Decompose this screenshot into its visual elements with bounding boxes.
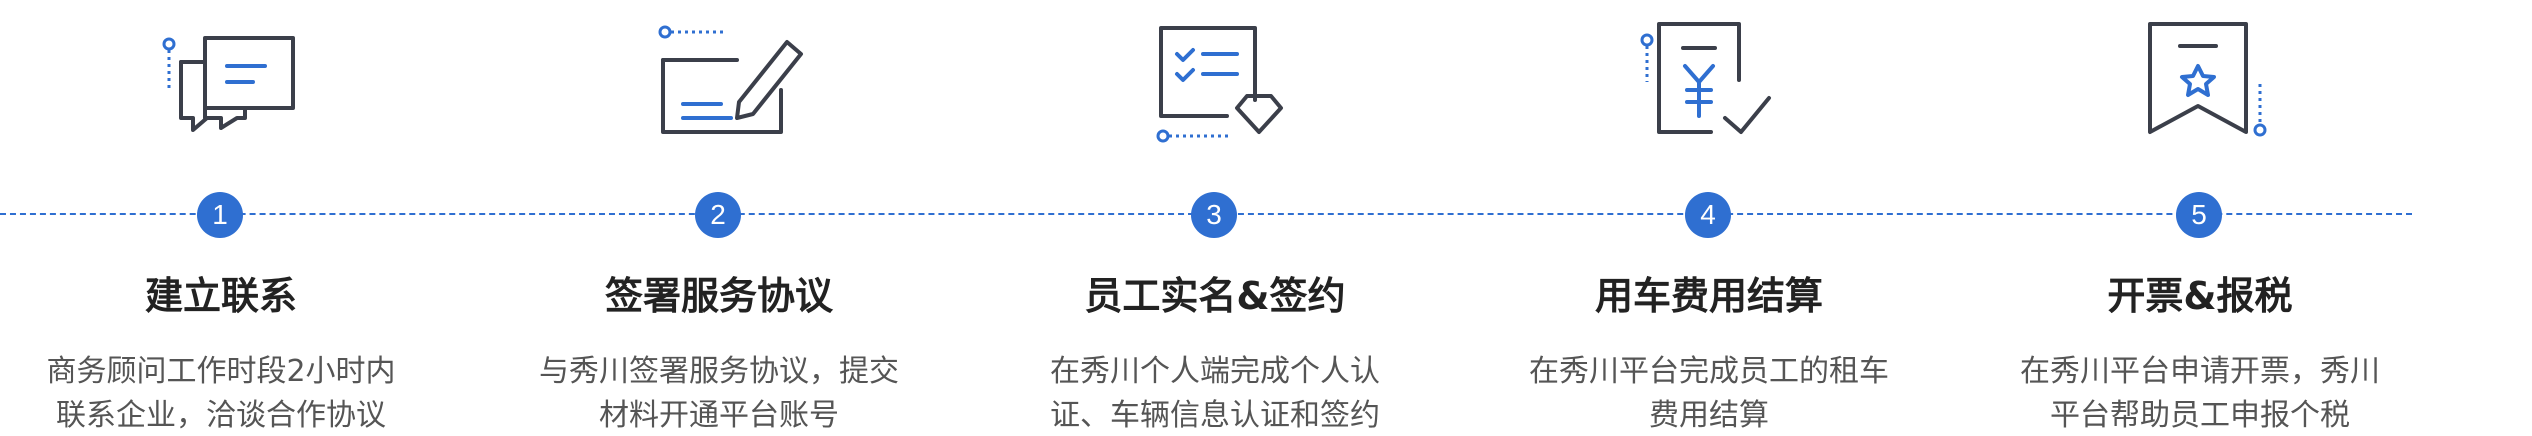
step-description: 在秀川个人端完成个人认 证、车辆信息认证和签约 <box>1005 350 1425 436</box>
step-desc-line: 商务顾问工作时段2小时内 <box>46 354 396 389</box>
step-2: 2 签署服务协议 与秀川签署服务协议，提交 材料开通平台账号 <box>509 0 929 436</box>
step-title: 员工实名&签约 <box>1084 274 1346 318</box>
step-number-badge: 4 <box>1685 192 1731 238</box>
step-number-badge: 2 <box>695 192 741 238</box>
step-title: 开票&报税 <box>2107 274 2293 318</box>
step-desc-line: 平台帮助员工申报个税 <box>2050 398 2350 433</box>
step-5: 5 开票&报税 在秀川平台申请开票，秀川 平台帮助员工申报个税 <box>1990 0 2410 436</box>
step-desc-line: 在秀川平台申请开票，秀川 <box>2020 354 2380 389</box>
step-title: 建立联系 <box>144 274 297 318</box>
step-number-badge: 1 <box>197 192 243 238</box>
step-description: 与秀川签署服务协议，提交 材料开通平台账号 <box>509 350 929 436</box>
step-description: 商务顾问工作时段2小时内 联系企业，洽谈合作协议 <box>11 350 431 436</box>
yuan-receipt-check-icon <box>1609 20 1809 150</box>
step-desc-line: 材料开通平台账号 <box>599 398 839 433</box>
step-number-badge: 3 <box>1191 192 1237 238</box>
chat-bubbles-icon <box>121 20 321 150</box>
step-desc-line: 在秀川平台完成员工的租车 <box>1529 354 1889 389</box>
step-desc-line: 在秀川个人端完成个人认 <box>1050 354 1380 389</box>
step-title: 用车费用结算 <box>1594 274 1823 318</box>
step-number-badge: 5 <box>2176 192 2222 238</box>
step-4: 4 用车费用结算 在秀川平台完成员工的租车 费用结算 <box>1499 0 1919 436</box>
step-desc-line: 费用结算 <box>1649 398 1769 433</box>
bookmark-star-icon <box>2100 20 2300 150</box>
step-desc-line: 与秀川签署服务协议，提交 <box>539 354 899 389</box>
sign-pen-icon <box>619 20 819 150</box>
step-description: 在秀川平台完成员工的租车 费用结算 <box>1499 350 1919 436</box>
step-description: 在秀川平台申请开票，秀川 平台帮助员工申报个税 <box>1990 350 2410 436</box>
step-desc-line: 证、车辆信息认证和签约 <box>1050 398 1380 433</box>
step-1: 1 建立联系 商务顾问工作时段2小时内 联系企业，洽谈合作协议 <box>11 0 431 436</box>
step-desc-line: 联系企业，洽谈合作协议 <box>56 398 386 433</box>
step-3: 3 员工实名&签约 在秀川个人端完成个人认 证、车辆信息认证和签约 <box>1005 0 1425 436</box>
checklist-certificate-icon <box>1115 20 1315 150</box>
step-title: 签署服务协议 <box>604 274 833 318</box>
